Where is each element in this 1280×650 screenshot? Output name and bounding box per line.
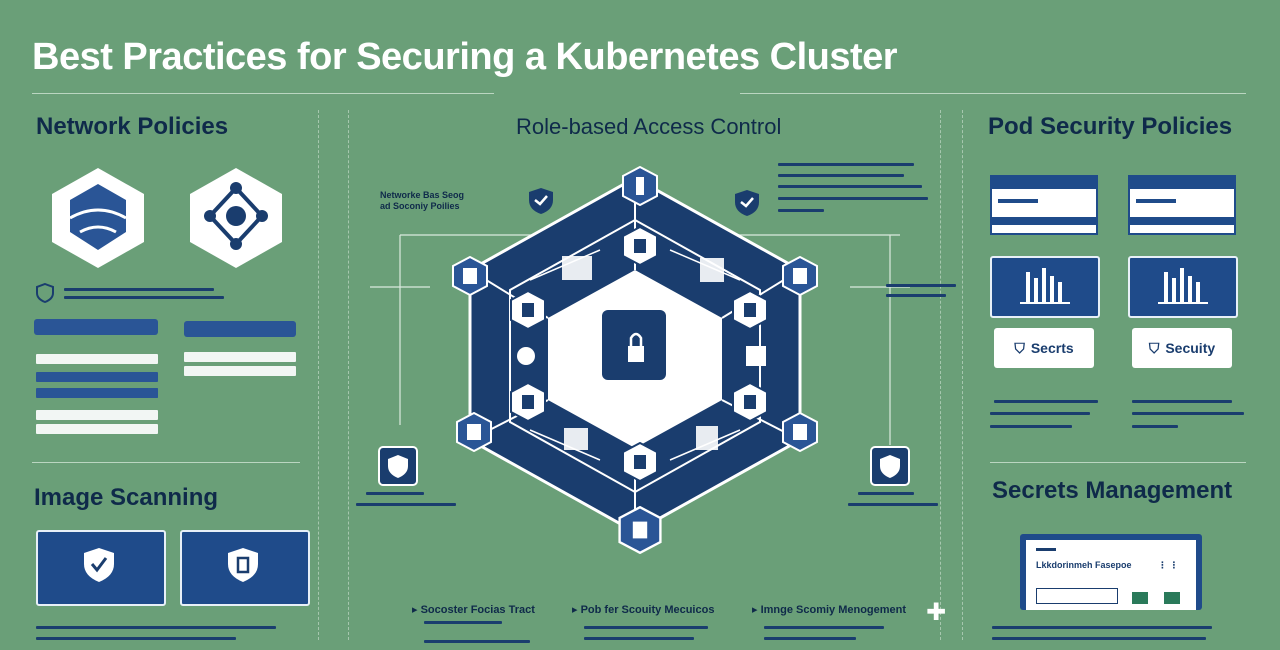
placeholder-text-line	[1132, 400, 1232, 403]
section-title-network-policies: Network Policies	[36, 113, 229, 140]
column-separator	[962, 110, 963, 640]
placeholder-text-line	[1132, 425, 1178, 428]
placeholder-text-line	[764, 637, 856, 640]
placeholder-text-line	[424, 640, 530, 643]
shield-card-icon	[378, 446, 418, 486]
pod-policy-card	[1128, 175, 1236, 235]
placeholder-text-line	[778, 209, 824, 212]
security-button-label: Secuity	[1165, 340, 1216, 356]
rbac-node-icon	[622, 226, 658, 266]
secret-key-icon	[1132, 592, 1148, 604]
network-policy-row	[184, 366, 296, 376]
bar-chart-icon	[1020, 268, 1070, 304]
secrets-button-label: Secrts	[1030, 340, 1074, 356]
bullet-item: ▸ Pob fer Scouity Mecuicos	[572, 604, 715, 616]
placeholder-text-line	[886, 294, 946, 297]
placeholder-text-line	[848, 503, 938, 506]
secrets-field	[1036, 588, 1118, 604]
rbac-node-icon	[510, 290, 546, 330]
secrets-panel-screen: Lkkdorinmeh Fasepoe ⋮ ⋮	[1026, 540, 1196, 610]
placeholder-text-line	[64, 296, 224, 299]
image-scan-card	[36, 530, 166, 606]
section-title-image-scanning: Image Scanning	[34, 484, 219, 511]
rbac-node-icon	[782, 412, 818, 452]
network-policy-row	[96, 388, 158, 398]
placeholder-text-line	[990, 412, 1090, 415]
section-title-secrets-management: Secrets Management	[992, 477, 1233, 504]
shield-check-icon	[84, 548, 114, 582]
shield-badge-icon	[529, 188, 553, 214]
section-divider	[32, 462, 300, 463]
placeholder-text-line	[778, 163, 914, 166]
rbac-node-icon	[510, 382, 546, 422]
rbac-node-icon	[622, 166, 658, 206]
rbac-node-icon	[452, 256, 488, 296]
secret-key-icon	[1164, 592, 1180, 604]
network-policy-bar	[184, 321, 296, 337]
plus-icon: ✚	[926, 599, 947, 626]
placeholder-text-line	[366, 492, 424, 495]
pod-policy-card	[990, 175, 1098, 235]
security-button[interactable]: ⛉ Secuity	[1132, 328, 1232, 368]
rbac-node-icon	[782, 256, 818, 296]
secrets-panel-header: Lkkdorinmeh Fasepoe	[1036, 560, 1132, 570]
secrets-panel: Lkkdorinmeh Fasepoe ⋮ ⋮	[1020, 534, 1202, 610]
network-policy-row	[36, 354, 158, 364]
placeholder-text-line	[584, 626, 708, 629]
section-divider	[990, 462, 1246, 463]
shield-badge-icon	[735, 190, 759, 216]
placeholder-text-line	[778, 197, 928, 200]
rbac-node-icon	[618, 506, 662, 554]
placeholder-text-line	[356, 503, 456, 506]
network-policy-row	[36, 424, 158, 434]
section-title-pod-security: Pod Security Policies	[988, 113, 1233, 140]
rbac-node-icon	[732, 382, 768, 422]
page-title: Best Practices for Securing a Kubernetes…	[32, 36, 898, 78]
title-divider-right	[740, 93, 1246, 94]
column-separator	[318, 110, 319, 640]
network-graph-icon	[190, 168, 282, 268]
rbac-node-icon	[732, 290, 768, 330]
pod-metrics-card	[990, 256, 1100, 318]
placeholder-text-line	[424, 621, 502, 624]
placeholder-text-line	[858, 492, 914, 495]
title-divider-left	[32, 93, 494, 94]
placeholder-text-line	[584, 637, 694, 640]
network-policy-bar	[34, 319, 158, 335]
network-hexagon-icon	[52, 168, 144, 268]
shield-icon: ⛉	[1148, 339, 1160, 356]
bullet-item: ▸ Imnge Scomiy Menogement	[752, 604, 907, 616]
shield-card-icon	[870, 446, 910, 486]
placeholder-text-line	[992, 626, 1212, 629]
placeholder-text-line	[994, 400, 1098, 403]
shield-document-icon	[228, 548, 258, 582]
placeholder-text-line	[64, 288, 214, 291]
network-policy-row	[36, 372, 158, 382]
column-separator	[940, 110, 941, 640]
placeholder-text-line	[886, 284, 956, 287]
shield-icon: ⛉	[1014, 339, 1025, 356]
placeholder-text-line	[990, 425, 1072, 428]
network-policy-row	[36, 410, 158, 420]
secrets-button[interactable]: ⛉ Secrts	[994, 328, 1094, 368]
network-policy-row	[184, 352, 296, 362]
pod-metrics-card	[1128, 256, 1238, 318]
placeholder-text-line	[778, 174, 904, 177]
section-title-rbac: Role-based Access Control	[516, 114, 782, 139]
placeholder-text-line	[764, 626, 884, 629]
placeholder-text-line	[778, 185, 922, 188]
placeholder-text-line	[36, 637, 236, 640]
rbac-node-icon	[622, 442, 658, 482]
network-shield-icon	[36, 283, 54, 303]
bullet-item: ▸ Socoster Focias Tract	[412, 604, 535, 616]
placeholder-text-line	[992, 637, 1206, 640]
rbac-node-icon	[456, 412, 492, 452]
rbac-side-label: Networke Bas Seog ad Soconiy Poilies	[380, 190, 465, 211]
column-separator	[348, 110, 349, 640]
placeholder-text-line	[36, 626, 276, 629]
placeholder-text-line	[1132, 412, 1244, 415]
bar-chart-icon	[1158, 268, 1208, 304]
menu-icon: ⋮ ⋮	[1158, 560, 1179, 570]
rbac-hexagon-diagram	[468, 176, 802, 534]
